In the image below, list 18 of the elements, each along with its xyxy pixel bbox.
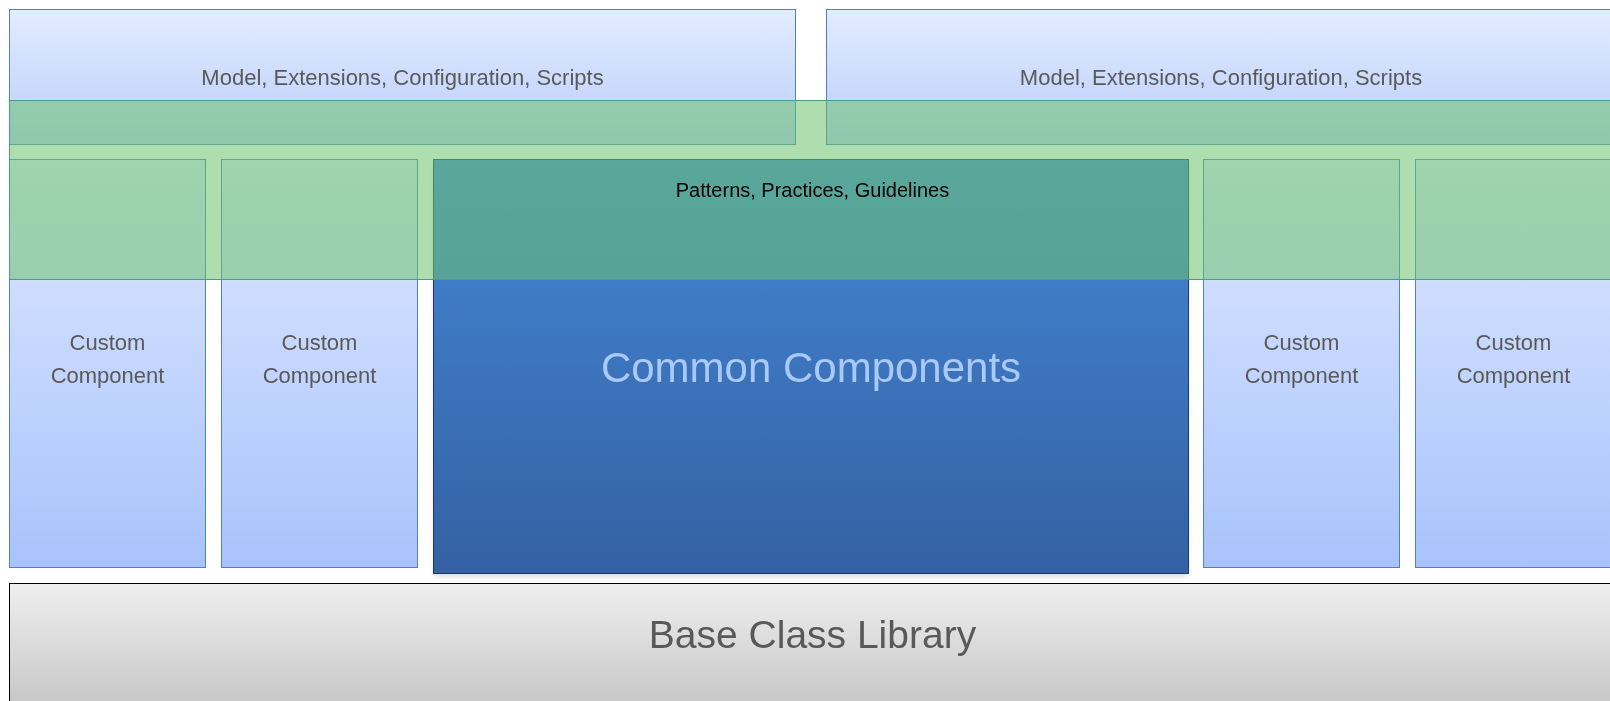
- library-label: Base Class Library: [648, 612, 977, 658]
- band-box: [9, 100, 1610, 280]
- layer-label: Model, Extensions, Configuration, Scripts: [1019, 63, 1423, 92]
- component-label: Custom Component: [1455, 329, 1572, 390]
- layer-box: [826, 9, 1610, 145]
- component-label: Custom Component: [49, 329, 166, 390]
- component-label: Custom Component: [1243, 329, 1360, 390]
- band-label: Patterns, Practices, Guidelines: [675, 178, 950, 203]
- component-box: [221, 159, 418, 568]
- component-label: Common Components: [600, 343, 1022, 393]
- component-box: [1415, 159, 1610, 568]
- library-box: [9, 583, 1610, 701]
- layer-label: Model, Extensions, Configuration, Scripts: [201, 63, 604, 92]
- component-box: [433, 159, 1189, 574]
- layer-box: [9, 9, 796, 145]
- component-box: [1203, 159, 1400, 568]
- component-label: Custom Component: [261, 329, 378, 390]
- component-box: [9, 159, 206, 568]
